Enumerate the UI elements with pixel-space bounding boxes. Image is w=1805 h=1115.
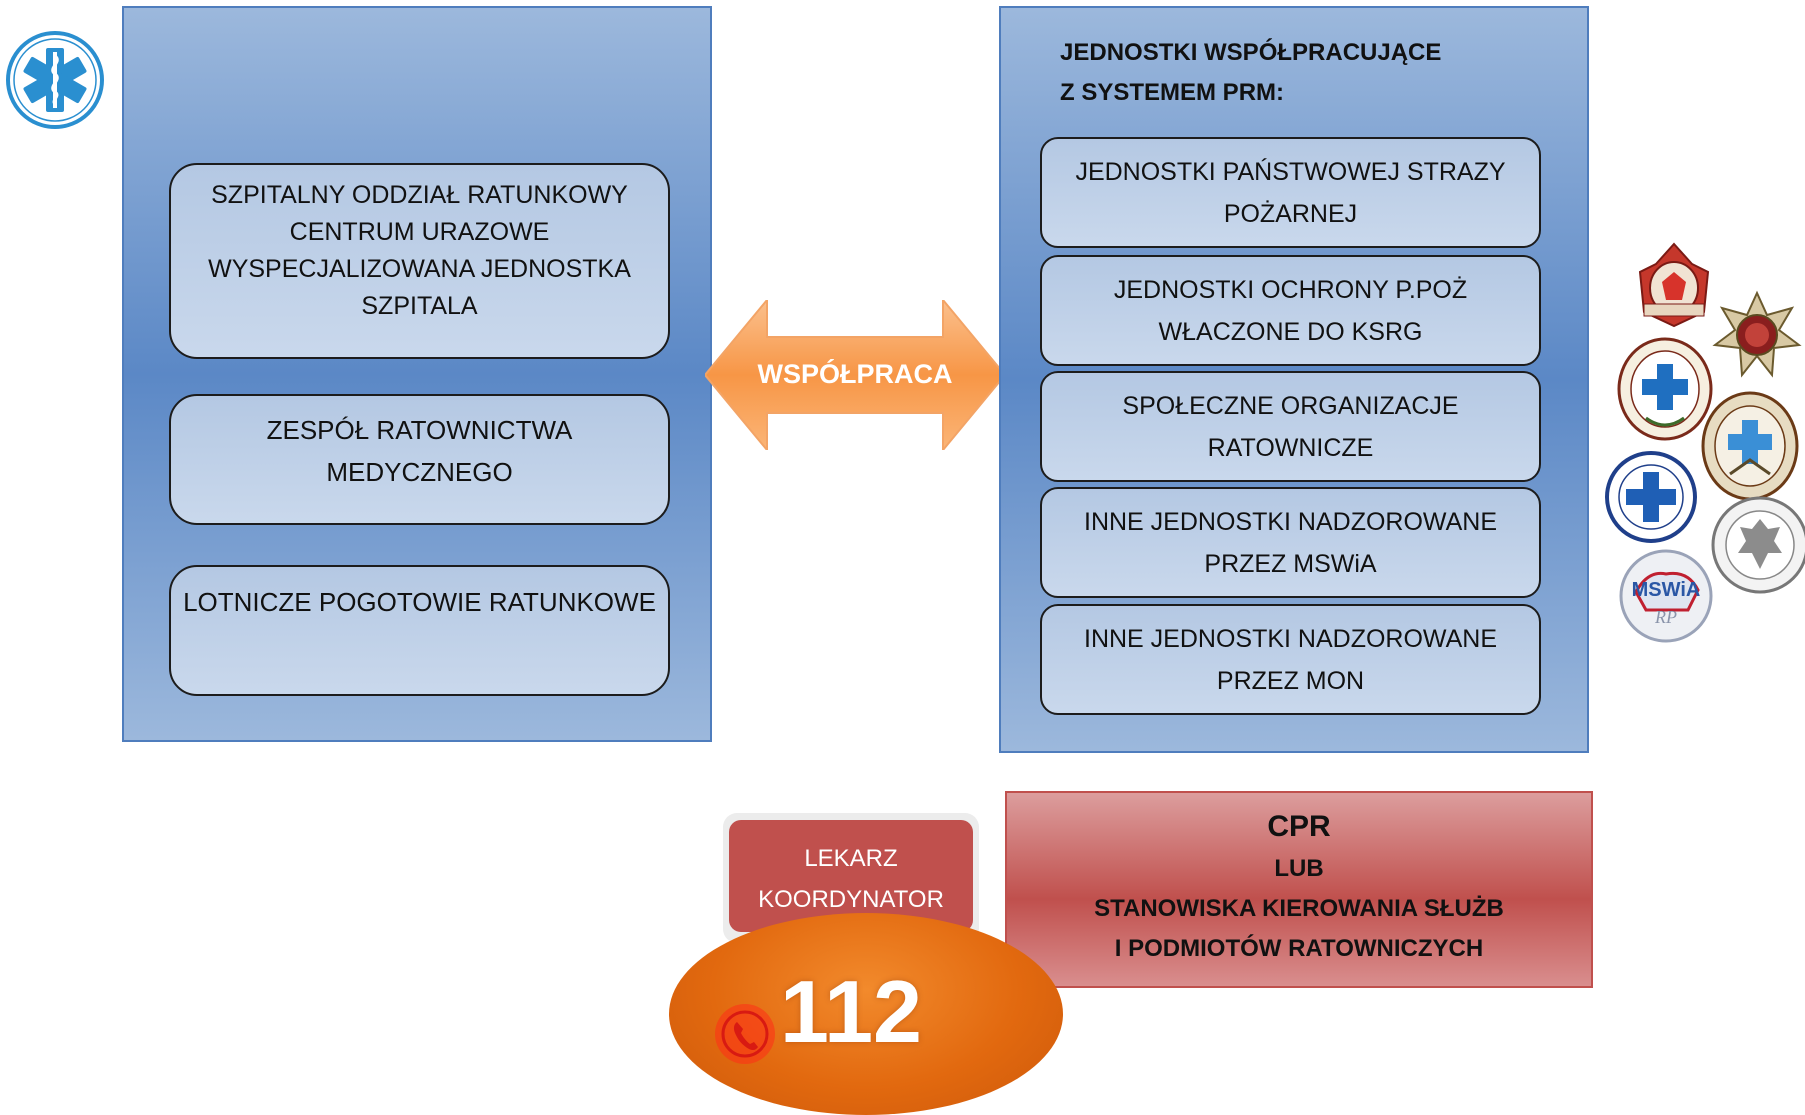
cpr-line: STANOWISKA KIEROWANIA SŁUŻB — [1094, 895, 1504, 922]
cpr-title: CPR — [1267, 810, 1331, 843]
box-line: CENTRUM URAZOWE — [289, 218, 550, 246]
mswia-emblem-icon — [1619, 549, 1713, 643]
box-line: WŁACZONE DO KSRG — [1158, 318, 1423, 346]
box-line: POŻARNEJ — [1223, 200, 1358, 228]
mswia-logo-subtext: RP — [1655, 607, 1677, 627]
box-line: LOTNICZE POGOTOWIE RATUNKOWE — [183, 587, 656, 617]
cpr-box: CPR LUB STANOWISKA KIEROWANIA SŁUŻB I PO… — [1005, 791, 1593, 988]
heading-line: JEDNOSTKI WSPÓŁPRACUJĄCE — [1060, 39, 1442, 66]
fire-service-box: JEDNOSTKI PAŃSTWOWEJ STRAZY POŻARNEJ — [1040, 137, 1541, 248]
cooperation-arrow — [705, 300, 1005, 450]
tatra-rescue-emblem-icon — [1701, 391, 1799, 501]
defense-ministry-emblem-icon — [1711, 496, 1805, 594]
box-line: JEDNOSTKI OCHRONY P.POŻ — [1113, 276, 1468, 304]
mon-units-box: INNE JEDNOSTKI NADZOROWANE PRZEZ MON — [1040, 604, 1541, 715]
mswia-logo-text: MSWiA — [1631, 579, 1701, 601]
box-line: ZESPÓŁ RATOWNICTWA — [266, 415, 573, 445]
right-panel-heading: JEDNOSTKI WSPÓŁPRACUJĄCE Z SYSTEMEM PRM: — [1060, 33, 1560, 113]
star-of-life-icon — [6, 31, 104, 129]
cpr-line: LUB — [1274, 855, 1324, 882]
box-line: MEDYCZNEGO — [326, 457, 513, 487]
cooperation-label: WSPÓŁPRACA — [757, 359, 953, 389]
phone-icon — [715, 1004, 775, 1064]
rescue-organizations-box: SPOŁECZNE ORGANIZACJE RATOWNICZE — [1040, 371, 1541, 482]
heading-line: Z SYSTEMEM PRM: — [1060, 79, 1285, 106]
box-line: JEDNOSTKI PAŃSTWOWEJ STRAZY — [1075, 158, 1506, 186]
box-line: WYSPECJALIZOWANA JEDNOSTKA — [208, 255, 631, 283]
lekarz-line: LEKARZ — [804, 845, 898, 872]
box-line: RATOWNICZE — [1207, 434, 1374, 462]
mswia-units-box: INNE JEDNOSTKI NADZOROWANE PRZEZ MSWiA — [1040, 487, 1541, 598]
box-line: PRZEZ MSWiA — [1204, 550, 1377, 578]
box-line: SZPITALNY ODDZIAŁ RATUNKOWY — [211, 181, 628, 209]
medical-rescue-team-box: ZESPÓŁ RATOWNICTWA MEDYCZNEGO — [169, 394, 670, 525]
box-line: SZPITALA — [361, 292, 478, 320]
water-rescue-emblem-icon — [1605, 451, 1697, 543]
fire-cross-emblem-icon — [1712, 290, 1802, 378]
box-line: INNE JEDNOSTKI NADZOROWANE — [1084, 508, 1497, 536]
mountain-rescue-emblem-icon — [1617, 337, 1713, 441]
box-line: PRZEZ MON — [1216, 667, 1365, 695]
air-ambulance-box: LOTNICZE POGOTOWIE RATUNKOWE — [169, 565, 670, 696]
hospital-units-box: SZPITALNY ODDZIAŁ RATUNKOWY CENTRUM URAZ… — [169, 163, 670, 359]
emergency-number: 112 — [780, 962, 922, 1061]
fire-protection-box: JEDNOSTKI OCHRONY P.POŻ WŁACZONE DO KSRG — [1040, 255, 1541, 366]
box-line: INNE JEDNOSTKI NADZOROWANE — [1084, 625, 1497, 653]
box-line: SPOŁECZNE ORGANIZACJE — [1122, 392, 1459, 420]
fire-service-emblem-icon — [1638, 242, 1710, 328]
cpr-line: I PODMIOTÓW RATOWNICZYCH — [1114, 935, 1484, 962]
lekarz-line: KOORDYNATOR — [758, 886, 944, 913]
